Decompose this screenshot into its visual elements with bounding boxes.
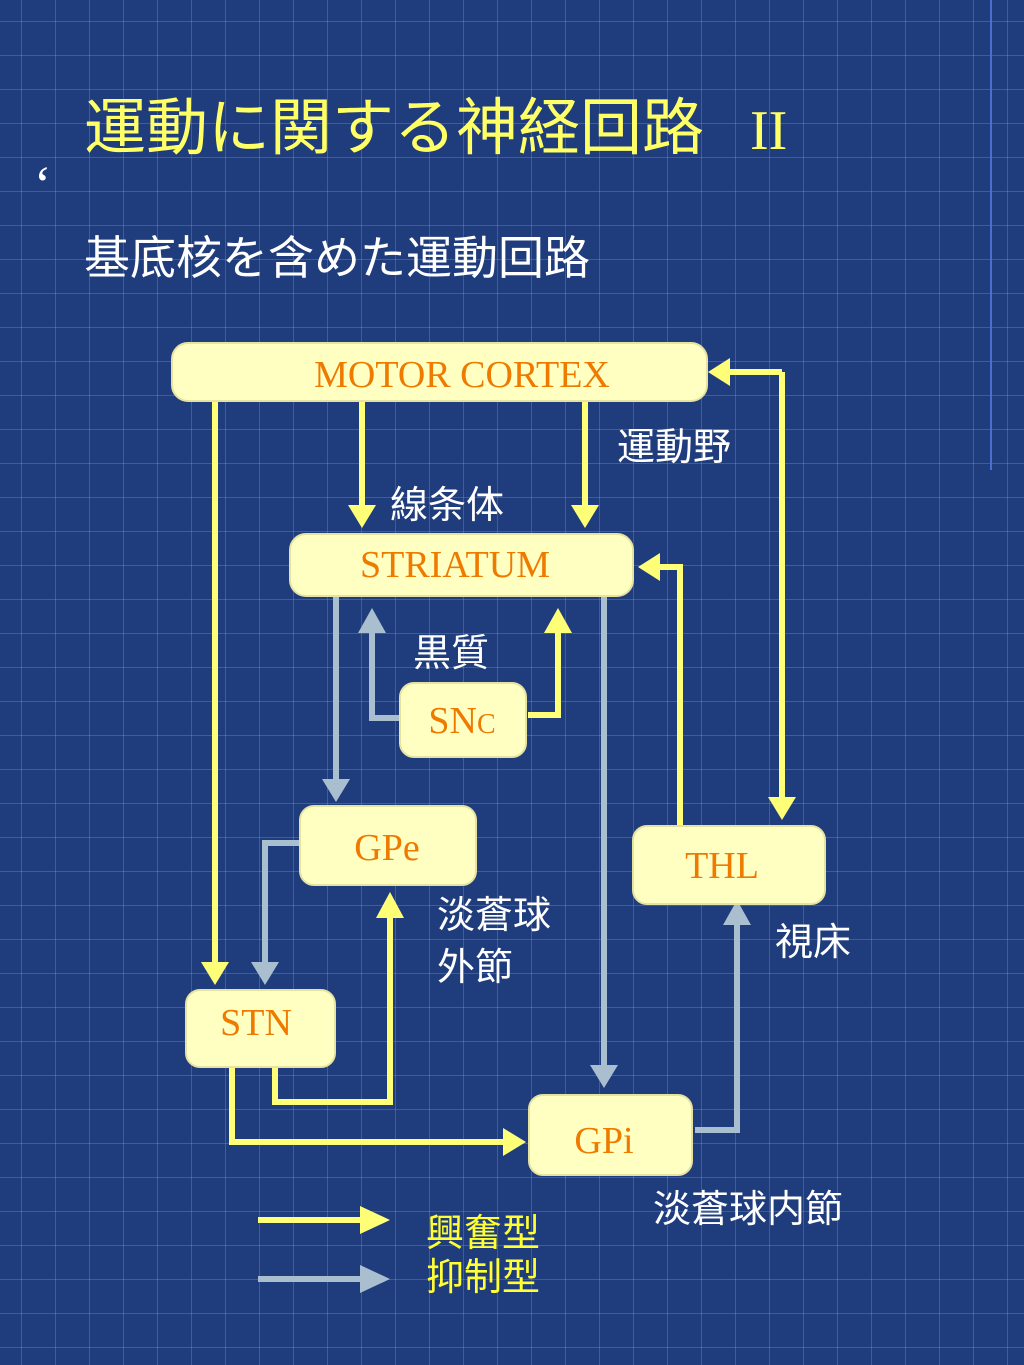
node-gpe-label: GPe [354, 827, 419, 869]
edge-gpi-to-thl-head [723, 900, 751, 925]
label-thl-jp: 視床 [775, 920, 851, 964]
node-gpe: GPe [299, 805, 477, 886]
edge-gpi-to-thl [695, 922, 740, 1133]
node-gpi-label: GPi [574, 1120, 633, 1162]
edge-cortex-to-striatum-right-head [571, 505, 599, 528]
edge-gpe-to-stn-head [251, 962, 279, 985]
node-snc-label-sub: C [477, 709, 496, 740]
edge-stn-to-gpi-head [503, 1128, 526, 1156]
edge-snc-to-striatum-inhibitory-head [358, 608, 386, 633]
label-striatum-jp: 線条体 [390, 483, 504, 527]
edge-cortex-to-thl-head [768, 797, 796, 820]
edge-thl-to-cortex-head [708, 358, 730, 386]
edge-stn-to-gpe [272, 915, 393, 1105]
node-thl-label: THL [685, 845, 759, 887]
edge-stn-to-gpi [229, 1068, 505, 1145]
edge-stn-to-gpe-head [376, 892, 404, 918]
node-snc-label-main: SN [428, 700, 477, 742]
edge-cortex-to-stn-head [201, 962, 229, 985]
node-stn: STN [185, 989, 336, 1068]
slide-title-text: 運動に関する神経回路 [84, 91, 705, 164]
edge-snc-to-striatum-excitatory-head [544, 608, 572, 633]
slide-title: 運動に関する神経回路 II [84, 88, 787, 171]
node-snc: SNC [399, 682, 527, 758]
node-gpi: GPi [528, 1094, 693, 1176]
bullet-mark: ‘ [34, 157, 52, 214]
edge-thl-to-striatum [658, 564, 683, 825]
slide-title-numeral: II [750, 100, 788, 162]
edge-snc-to-striatum-excitatory [528, 630, 561, 718]
legend-excitatory-label: 興奮型 [426, 1211, 540, 1255]
legend-inhibitory-label: 抑制型 [426, 1255, 540, 1299]
edge-snc-to-striatum-inhibitory [369, 630, 400, 721]
node-snc-label: SNC [428, 700, 495, 742]
edge-cortex-to-striatum-left-head [348, 505, 376, 528]
node-striatum: STRIATUM [289, 533, 634, 597]
node-motor-cortex-label: MOTOR CORTEX [314, 354, 610, 396]
label-gpi-jp: 淡蒼球内節 [653, 1187, 843, 1231]
label-snc-jp: 黒質 [413, 631, 489, 675]
edge-thl-to-striatum-head [638, 553, 660, 581]
label-gpe-jp-line1: 淡蒼球 [437, 893, 551, 937]
legend-excitatory-arrowhead [360, 1206, 390, 1234]
edge-striatum-to-gpe-head [322, 779, 350, 802]
node-thl: THL [632, 825, 826, 905]
edge-striatum-to-gpi-head [590, 1065, 618, 1088]
legend-inhibitory-arrowhead [360, 1265, 390, 1293]
node-stn-label: STN [220, 1002, 292, 1044]
label-motor-cortex-jp: 運動野 [617, 425, 731, 469]
right-edge-rule [990, 0, 992, 470]
node-striatum-label: STRIATUM [360, 544, 550, 586]
slide-subtitle: 基底核を含めた運動回路 [84, 231, 590, 285]
label-gpe-jp-line2: 外節 [437, 945, 513, 989]
edge-gpe-to-stn [262, 840, 302, 965]
node-motor-cortex: MOTOR CORTEX [171, 342, 708, 402]
